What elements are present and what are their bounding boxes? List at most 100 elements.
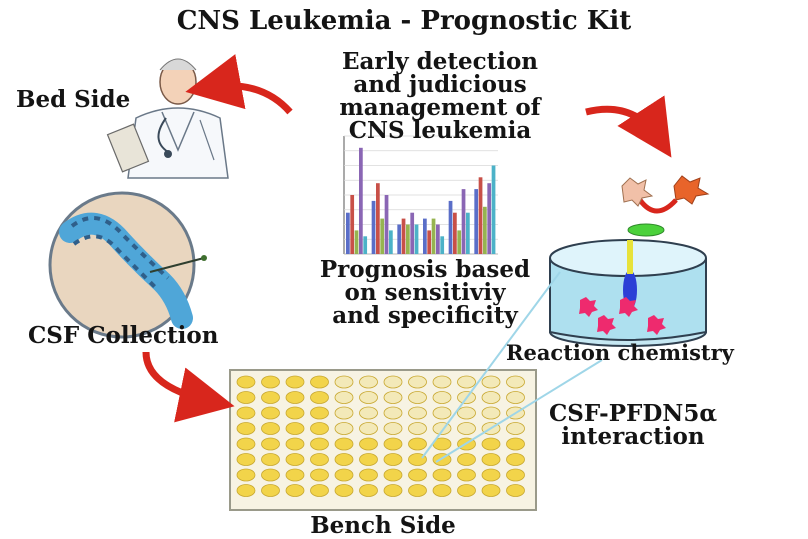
chart-bar xyxy=(461,189,466,254)
chart-bar xyxy=(414,224,419,254)
plate-well xyxy=(481,375,501,389)
chart-bar xyxy=(448,200,453,254)
plate-well xyxy=(310,422,329,435)
chart-bar xyxy=(491,165,496,254)
plate-well xyxy=(236,422,256,435)
doctor-icon xyxy=(106,58,229,179)
goal-line-2: and judicious xyxy=(353,71,527,98)
chart-bar xyxy=(397,224,402,254)
plate-well xyxy=(285,375,305,389)
plate-well xyxy=(285,437,305,451)
plate-well xyxy=(506,422,525,435)
plate-well xyxy=(285,406,305,420)
chart-bar xyxy=(354,230,359,254)
plate-well xyxy=(506,468,525,482)
chart-bar xyxy=(406,224,410,254)
chart-bar xyxy=(389,230,393,254)
plate-well xyxy=(432,406,452,420)
plate-well xyxy=(310,468,329,482)
plate-well xyxy=(408,468,427,482)
interaction-text: CSF-PFDN5α interaction xyxy=(528,402,738,448)
plate-well xyxy=(334,468,354,482)
plate-well xyxy=(432,468,452,482)
plate-well xyxy=(506,484,525,497)
plate-well xyxy=(457,422,476,435)
plate-well xyxy=(334,422,354,435)
plate-well xyxy=(236,437,256,451)
goal-line-1: Early detection xyxy=(341,48,539,75)
plate-well xyxy=(261,468,280,482)
plate-well xyxy=(457,468,476,482)
chart-bar xyxy=(380,218,385,254)
plate-well xyxy=(334,375,354,389)
figure-title: CNS Leukemia - Prognostic Kit xyxy=(176,6,632,36)
plate-well xyxy=(481,453,501,466)
plate-well xyxy=(261,453,280,466)
arrow-to-bench-side xyxy=(142,351,235,423)
chart-bar xyxy=(487,183,492,254)
plate-well xyxy=(261,437,280,451)
reaction-dish-icon xyxy=(549,175,710,347)
plate-well xyxy=(261,484,280,497)
interaction-line-2: interaction xyxy=(561,423,705,450)
plate-well xyxy=(261,406,280,420)
plate-well xyxy=(457,453,476,466)
plate-well xyxy=(334,484,354,497)
plate-well xyxy=(310,406,329,420)
chart-bar xyxy=(466,212,470,254)
plate-well xyxy=(310,437,329,451)
prognosis-line-1: Prognosis based xyxy=(319,256,531,283)
chart-bar xyxy=(423,218,427,254)
chart-bar xyxy=(384,195,389,254)
goal-line-3: management of xyxy=(339,94,541,121)
plate-well xyxy=(285,484,305,497)
plate-well xyxy=(359,484,378,497)
plate-well xyxy=(481,406,501,420)
plate-well xyxy=(236,484,256,497)
arrow-to-bed-side xyxy=(185,54,293,115)
plate-well xyxy=(261,391,280,404)
plate-well xyxy=(236,375,256,389)
plate-well xyxy=(236,453,256,466)
plate-well xyxy=(383,391,403,404)
chart-bar xyxy=(346,212,350,254)
plate-well xyxy=(481,484,501,497)
plate-well xyxy=(383,375,403,389)
plate-well xyxy=(408,437,427,451)
plate-well xyxy=(481,391,501,404)
chart-bar xyxy=(478,177,483,254)
plate-well xyxy=(457,484,476,497)
chart-bar xyxy=(453,212,457,254)
chart-bar xyxy=(436,224,440,254)
chart-bar xyxy=(376,183,380,254)
plate-well xyxy=(383,484,403,497)
chart-bar xyxy=(483,206,487,254)
chart-bar xyxy=(427,230,432,254)
chart-bar xyxy=(457,230,462,254)
plate-well xyxy=(408,406,427,420)
goal-line-4: CNS leukemia xyxy=(348,117,532,144)
plate-well xyxy=(408,422,427,435)
plate-well xyxy=(359,468,378,482)
plate-well xyxy=(457,375,476,389)
reaction-chemistry-label: Reaction chemistry xyxy=(506,340,734,365)
plate-well xyxy=(383,406,403,420)
plate-well xyxy=(383,422,403,435)
plate-well xyxy=(334,391,354,404)
plate-well xyxy=(408,391,427,404)
csf-collection-label: CSF Collection xyxy=(28,322,219,349)
plate-well xyxy=(359,406,378,420)
plate-well xyxy=(359,391,378,404)
chart-bar xyxy=(474,189,479,254)
chart-bar xyxy=(440,236,445,254)
plate-well xyxy=(310,391,329,404)
plate-well xyxy=(506,391,525,404)
plate-well xyxy=(285,391,305,404)
plate-well xyxy=(285,468,305,482)
plate-well xyxy=(506,375,525,389)
plate-well xyxy=(261,422,280,435)
plate-well xyxy=(481,437,501,451)
prognosis-line-3: and specificity xyxy=(332,302,518,329)
chart-bar xyxy=(410,212,415,254)
prognosis-text: Prognosis based on sensitiviy and specif… xyxy=(290,258,560,327)
